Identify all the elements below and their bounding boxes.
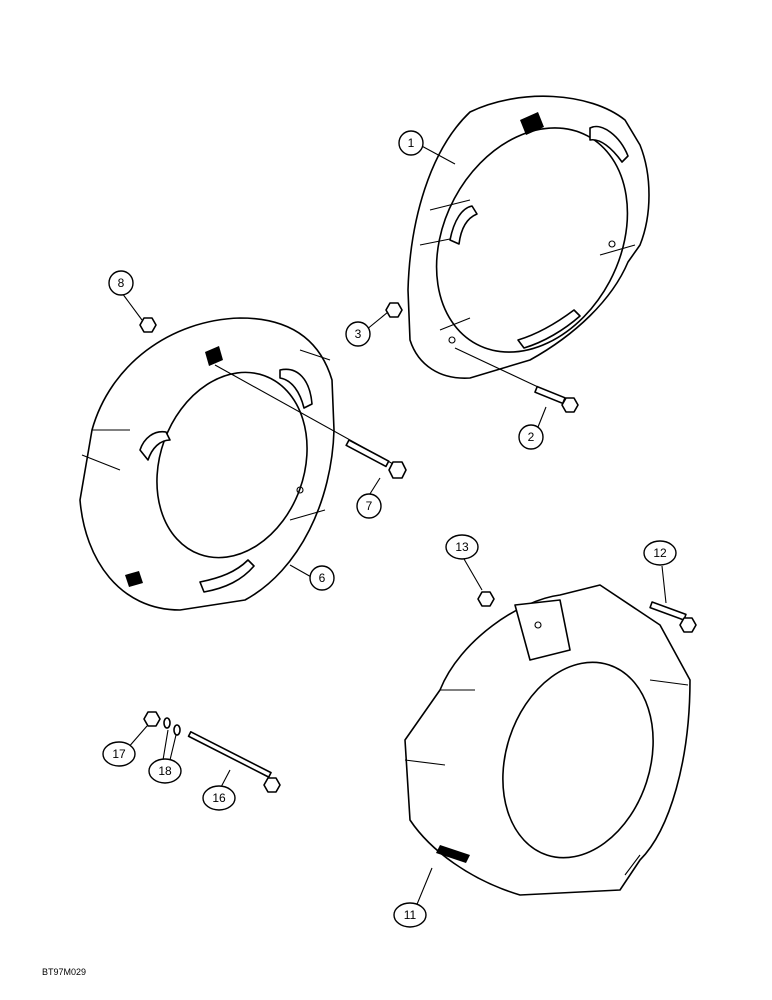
callout-2: 2	[518, 424, 544, 450]
callout-1: 1	[398, 130, 424, 156]
callout-7-label: 7	[366, 499, 373, 513]
callout-11: 11	[393, 902, 427, 928]
nut-13	[477, 591, 495, 607]
callout-1-label: 1	[408, 136, 415, 150]
callout-12-label: 12	[653, 546, 667, 560]
nut-17	[143, 711, 161, 727]
callout-3: 3	[345, 321, 371, 347]
bolt-12	[649, 601, 697, 633]
nut-8	[139, 317, 157, 333]
callout-13-label: 13	[455, 540, 469, 554]
wheel-weight-lower	[404, 584, 691, 896]
callout-2-label: 2	[528, 430, 535, 444]
callout-16: 16	[202, 785, 236, 811]
callout-6: 6	[309, 565, 335, 591]
callout-18-label: 18	[158, 764, 172, 778]
bolt-16	[187, 730, 281, 793]
callout-8-label: 8	[118, 276, 125, 290]
callout-6-label: 6	[319, 571, 326, 585]
callout-12: 12	[643, 540, 677, 566]
bolt-2	[454, 347, 579, 413]
callout-7: 7	[356, 493, 382, 519]
bolt-7	[214, 364, 407, 479]
callout-18: 18	[148, 758, 182, 784]
nut-3	[385, 302, 403, 318]
wheel-weight-upper	[407, 95, 650, 379]
callout-3-label: 3	[355, 327, 362, 341]
callout-13: 13	[445, 534, 479, 560]
callout-16-label: 16	[212, 791, 226, 805]
washers-18	[163, 717, 181, 736]
callout-11-label: 11	[404, 908, 417, 922]
wheel-weight-left	[79, 317, 335, 611]
callout-17-label: 17	[112, 747, 126, 761]
callout-8: 8	[108, 270, 134, 296]
figure-code: BT97M029	[42, 967, 87, 977]
callout-17: 17	[102, 741, 136, 767]
